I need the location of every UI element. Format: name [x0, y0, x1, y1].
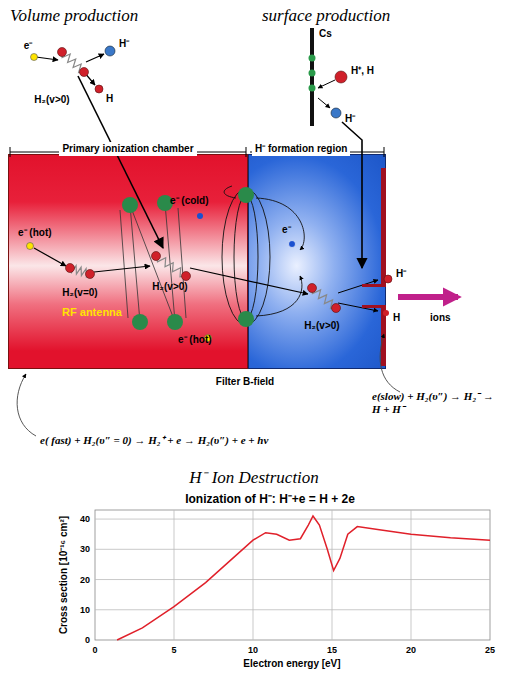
tick-label: 0 [92, 645, 97, 655]
antenna-label: RF antenna [62, 306, 122, 319]
filter-field-lines [222, 186, 304, 325]
particle-label: H [393, 312, 400, 324]
particle-label: H [106, 93, 113, 105]
cross-section-chart [95, 510, 490, 640]
leader-line [380, 334, 400, 392]
particle-label: H₂(v=0) [62, 287, 97, 299]
section-title: H⁻ Ion Destruction [189, 468, 319, 488]
extraction-electrode [362, 168, 386, 366]
tick-label: 30 [80, 544, 90, 554]
cesium-surface [309, 28, 363, 268]
section-title: Volume production [10, 6, 138, 26]
dimension-bracket [10, 147, 384, 157]
reaction-equation: e( fast) + H₂(υ″ = 0) → H₂⁺ + e → H₂(υ″)… [40, 434, 502, 447]
cross-section-curve [117, 516, 490, 640]
chart-title: Ionization of H⁻: H⁻+e = H + 2e [185, 493, 355, 507]
tick-label: 40 [80, 514, 90, 524]
axis-label: Cross section [10⁻¹⁶ cm²] [58, 516, 70, 634]
chamber-particles [27, 213, 379, 342]
tick-label: 15 [327, 645, 337, 655]
h2-molecule [308, 284, 341, 313]
h2-molecule [58, 48, 89, 77]
particle-label: H⁺, H [351, 65, 374, 77]
tick-label: 10 [248, 645, 258, 655]
tick-label: 25 [485, 645, 495, 655]
axis-label: Electron energy [eV] [243, 658, 340, 670]
tick-label: 0 [85, 635, 90, 645]
particle-label: H⁻ [345, 113, 355, 125]
region-fill [8, 154, 248, 369]
tick-label: 20 [406, 645, 416, 655]
h2-molecule [66, 264, 95, 279]
leader-line [17, 374, 36, 436]
particle-label: e⁻ (cold) [170, 195, 209, 207]
particle-label: H₂(v>0) [304, 320, 339, 332]
region-heading: H⁻ formation region [252, 142, 350, 156]
particle-label: H⁻ [396, 268, 406, 280]
particle-label: H₂(v>0) [34, 94, 69, 106]
particle-label: e⁻ [282, 224, 291, 236]
extracted-particles [383, 275, 392, 316]
region-box: H⁻ formation region [248, 138, 386, 369]
particle-label: e⁻ (hot) [178, 334, 212, 346]
tick-label: 10 [80, 605, 90, 615]
particle-label: e⁻ (hot) [18, 227, 52, 239]
section-title: surface production [262, 6, 390, 26]
volume-illustration [31, 46, 164, 248]
h2-molecule [152, 252, 191, 281]
filter-magnet [238, 187, 254, 327]
particle-label: e⁻ [24, 40, 33, 52]
particle-label: H⁻ [119, 38, 129, 50]
particle-label: H₂(v>0) [152, 281, 187, 293]
element-label: Cs [319, 28, 332, 40]
tick-label: 5 [171, 645, 176, 655]
tick-label: 20 [80, 574, 90, 584]
field-label: Filter B-field [216, 376, 274, 388]
region-heading: Primary ionization chamber [59, 142, 196, 156]
region-fill [248, 154, 386, 369]
rf-antenna-coil [120, 195, 186, 330]
reaction-equation: e(slow) + H₂(υ″) → H₂⁻ → H + H⁻ [372, 390, 504, 415]
beam-label: ions [430, 312, 451, 324]
ion-beam-arrow [398, 294, 458, 300]
